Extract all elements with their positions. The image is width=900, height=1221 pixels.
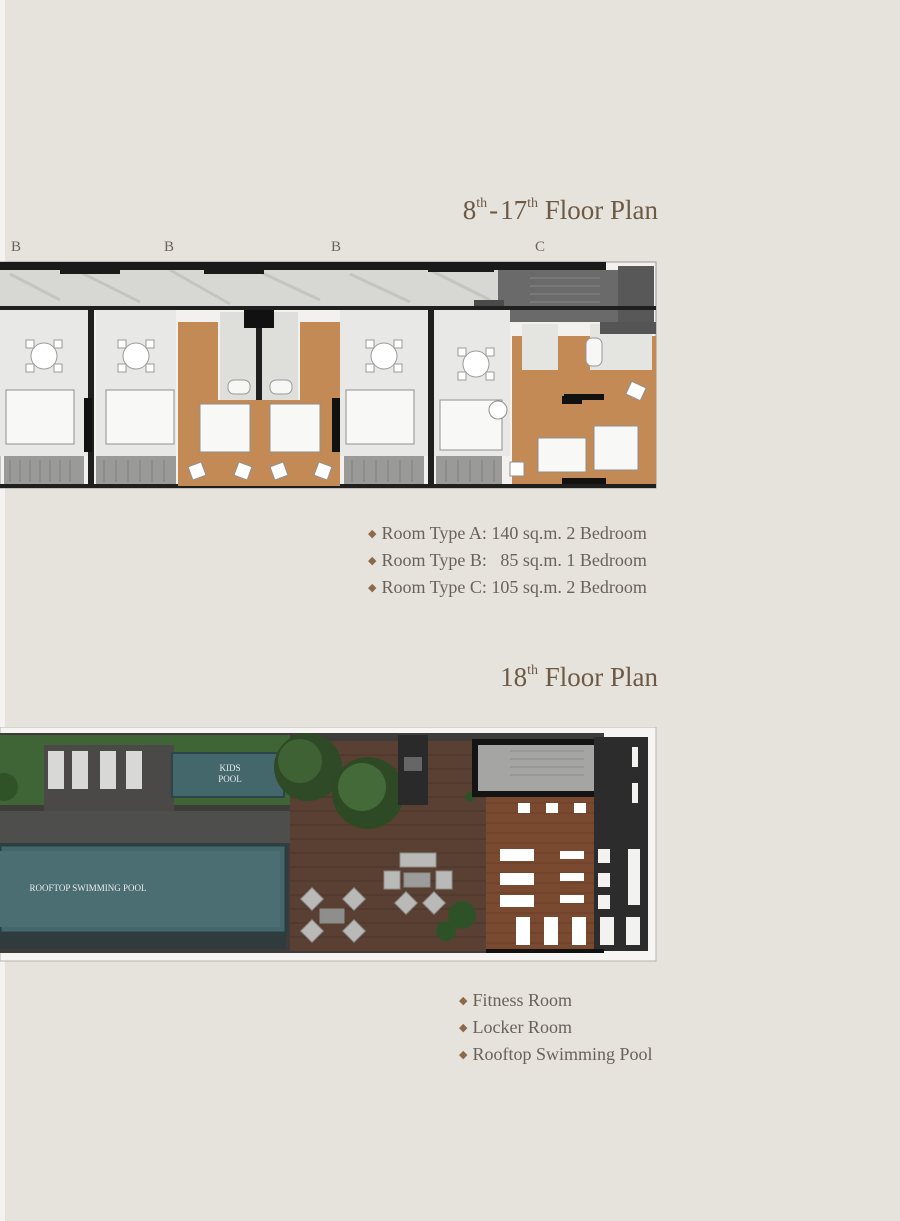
- room-type-a: Room Type A: 140 sq.m. 2 Bedroom: [381, 523, 647, 543]
- room-type-c: Room Type C: 105 sq.m. 2 Bedroom: [381, 577, 647, 597]
- floor-18-title: 18th Floor Plan: [500, 662, 658, 692]
- unit-label-c: C: [535, 239, 546, 255]
- floor-plan-18-drawing: KIDS POOL ROOFTOP SWIMMING POOL: [0, 727, 657, 962]
- list-item: ◆ Locker Room: [459, 1014, 653, 1041]
- list-item: ◆ Room Type C: 105 sq.m. 2 Bedroom: [368, 574, 647, 601]
- unit-label-b: B: [11, 239, 22, 255]
- unit-label-b: B: [164, 239, 175, 255]
- bullet-icon: ◆: [368, 582, 377, 594]
- bullet-icon: ◆: [368, 528, 377, 540]
- bullet-icon: ◆: [459, 995, 468, 1007]
- floor-8-17-title: 8th-17th Floor Plan: [462, 195, 658, 225]
- bullet-icon: ◆: [459, 1049, 468, 1061]
- list-item: ◆ Rooftop Swimming Pool: [459, 1041, 653, 1068]
- kids-pool-label: POOL: [218, 774, 242, 784]
- facility-fitness-room: Fitness Room: [472, 990, 572, 1010]
- bullet-icon: ◆: [368, 555, 377, 567]
- room-type-list: ◆ Room Type A: 140 sq.m. 2 Bedroom ◆ Room …: [368, 520, 647, 601]
- room-type-b: Room Type B: 85 sq.m. 1 Bedroom: [381, 550, 647, 570]
- facility-rooftop-pool: Rooftop Swimming Pool: [472, 1044, 653, 1064]
- list-item: ◆ Room Type B: 85 sq.m. 1 Bedroom: [368, 547, 647, 574]
- facility-list: ◆ Fitness Room ◆ Locker Room ◆ Rooftop Swim…: [459, 987, 653, 1068]
- list-item: ◆ Room Type A: 140 sq.m. 2 Bedroom: [368, 520, 647, 547]
- list-item: ◆ Fitness Room: [459, 987, 653, 1014]
- floor-plan-8-17-drawing: [0, 261, 657, 489]
- kids-pool-label: KIDS: [219, 763, 240, 773]
- bullet-icon: ◆: [459, 1022, 468, 1034]
- unit-label-b: B: [331, 239, 342, 255]
- floor-plan-18: KIDS POOL ROOFTOP SWIMMING POOL: [0, 727, 660, 963]
- facility-locker-room: Locker Room: [472, 1017, 572, 1037]
- rooftop-pool-label: ROOFTOP SWIMMING POOL: [29, 883, 146, 893]
- floor-plan-8-17: [0, 260, 660, 492]
- page-edge: [0, 0, 5, 1221]
